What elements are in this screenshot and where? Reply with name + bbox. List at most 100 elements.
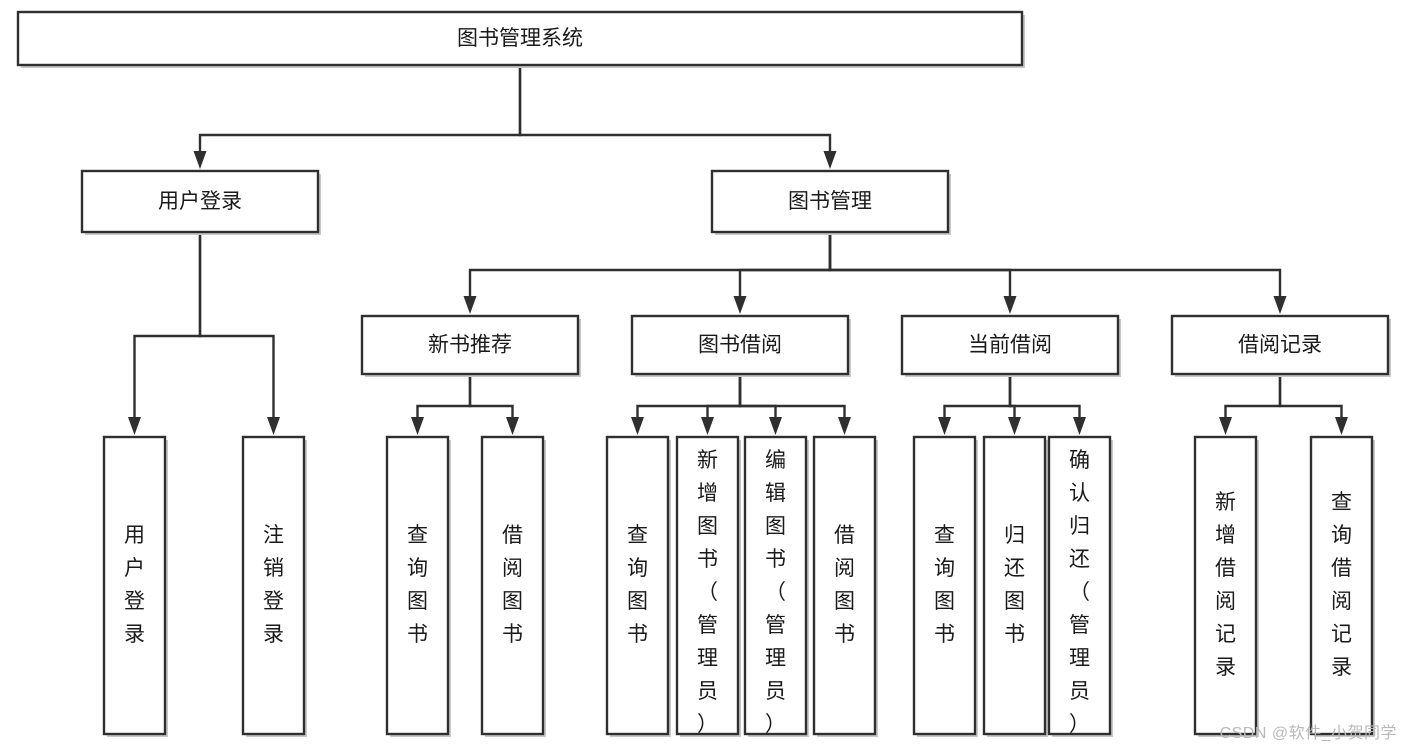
node-label: 归还图书 [1004,524,1025,646]
arrow-head-icon [463,296,477,314]
edge-l3_current-to-l4_confirm_return [1008,374,1086,435]
connector-line [1224,374,1282,417]
connector-line [1008,374,1081,417]
node-box[interactable] [1309,435,1374,736]
node-box[interactable] [1193,435,1258,736]
node-layer: 图书管理系统用户登录图书管理新书推荐图书借阅当前借阅借阅记录用户登录注销登录查询… [16,10,1391,737]
arrow-head-icon [631,417,644,435]
arrow-head-icon [1008,417,1021,435]
node-label: 用户登录 [158,190,242,213]
connector-line [828,232,1282,296]
connector-line [198,65,522,151]
node-box[interactable] [1047,435,1112,736]
node-label: 查询图书 [934,524,955,646]
edge-l3_current-to-l4_query_book_c [938,374,1012,435]
node-label: 用户登录 [124,524,145,646]
connector-line [636,374,742,417]
connector-line [198,232,275,417]
node-l4_user_login[interactable]: 用户登录 [102,435,168,737]
node-l4_query_book_a[interactable]: 查询图书 [385,435,451,737]
connector-line [468,374,514,417]
arrow-head-icon [1003,296,1017,314]
edge-l2_user_login-to-l4_user_login [128,232,202,435]
arrow-head-icon [1219,417,1232,435]
arrow-head-icon [1273,296,1287,314]
edge-l2_book_mgmt-to-l3_new_book [463,232,832,314]
node-label: 当前借阅 [968,334,1052,357]
watermark-label: CSDN @软件_小贺同学 [1219,725,1397,742]
node-box[interactable] [605,435,670,736]
node-label: 注销登录 [263,524,284,646]
node-l4_add_book[interactable]: 新增图书（管理员） [675,435,741,737]
node-l4_borrow_book_b[interactable]: 借阅图书 [812,435,878,737]
node-box[interactable] [16,10,1024,67]
node-label: 借阅记录 [1238,334,1322,357]
node-l3_current[interactable]: 当前借阅 [900,314,1121,377]
arrow-head-icon [193,151,207,169]
node-label: 借阅图书 [502,524,523,646]
node-box[interactable] [1170,314,1390,376]
node-l4_add_record[interactable]: 新增借阅记录 [1193,435,1259,737]
node-l4_query_record[interactable]: 查询借阅记录 [1309,435,1375,737]
edge-l2_book_mgmt-to-l3_current [828,232,1017,314]
node-box[interactable] [480,435,545,736]
node-box[interactable] [982,435,1047,736]
node-label: 图书借阅 [698,334,782,357]
node-box[interactable] [675,435,740,736]
edge-root-to-l2_book_mgmt [518,65,837,169]
edge-l3_borrow-to-l4_edit_book [738,374,782,435]
node-label: 查询图书 [407,524,428,646]
node-box[interactable] [80,169,320,234]
node-label: 图书管理 [788,190,872,213]
connector-line [1278,374,1343,417]
arrow-head-icon [938,417,951,435]
node-l4_query_book_c[interactable]: 查询图书 [912,435,978,737]
node-l4_query_book_b[interactable]: 查询图书 [605,435,671,737]
connector-line [738,374,846,417]
edge-l3_record-to-l4_query_record [1278,374,1348,435]
arrow-head-icon [701,417,714,435]
node-box[interactable] [743,435,808,736]
connector-line [828,232,1012,296]
edge-l3_record-to-l4_add_record [1219,374,1282,435]
arrow-head-icon [267,417,280,435]
connector-line [468,232,832,296]
node-l3_new_book[interactable]: 新书推荐 [360,314,581,377]
node-label: 确认归还（管理员） [1069,449,1090,736]
node-box[interactable] [900,314,1120,376]
edge-l2_book_mgmt-to-l3_record [828,232,1287,314]
node-label: 图书管理系统 [457,27,583,50]
node-label: 借阅图书 [834,524,855,646]
node-root[interactable]: 图书管理系统 [16,10,1025,68]
node-label: 查询图书 [627,524,648,646]
node-l4_return_book[interactable]: 归还图书 [982,435,1048,737]
node-label: 新增借阅记录 [1215,491,1236,679]
node-l3_borrow[interactable]: 图书借阅 [630,314,851,377]
node-box[interactable] [360,314,580,376]
node-l3_record[interactable]: 借阅记录 [1170,314,1391,377]
node-box[interactable] [102,435,167,736]
node-box[interactable] [385,435,450,736]
arrow-head-icon [128,417,141,435]
connector-line [133,232,202,417]
edge-l3_new_book-to-l4_borrow_book_a [468,374,519,435]
node-box[interactable] [812,435,877,736]
node-label: 查询借阅记录 [1331,491,1352,679]
node-label: 编辑图书（管理员） [765,449,786,736]
node-box[interactable] [912,435,977,736]
node-l4_logout[interactable]: 注销登录 [241,435,307,737]
node-box[interactable] [710,169,950,234]
node-l4_confirm_return[interactable]: 确认归还（管理员） [1047,435,1113,737]
edge-l3_borrow-to-l4_add_book [701,374,742,435]
connector-line [518,65,832,151]
node-l2_book_mgmt[interactable]: 图书管理 [710,169,951,235]
connector-line [738,374,777,417]
node-box[interactable] [241,435,306,736]
node-l2_user_login[interactable]: 用户登录 [80,169,321,235]
node-l4_edit_book[interactable]: 编辑图书（管理员） [743,435,809,737]
node-l4_borrow_book_a[interactable]: 借阅图书 [480,435,546,737]
connector-line [416,374,472,417]
node-box[interactable] [630,314,850,376]
arrow-head-icon [733,296,747,314]
